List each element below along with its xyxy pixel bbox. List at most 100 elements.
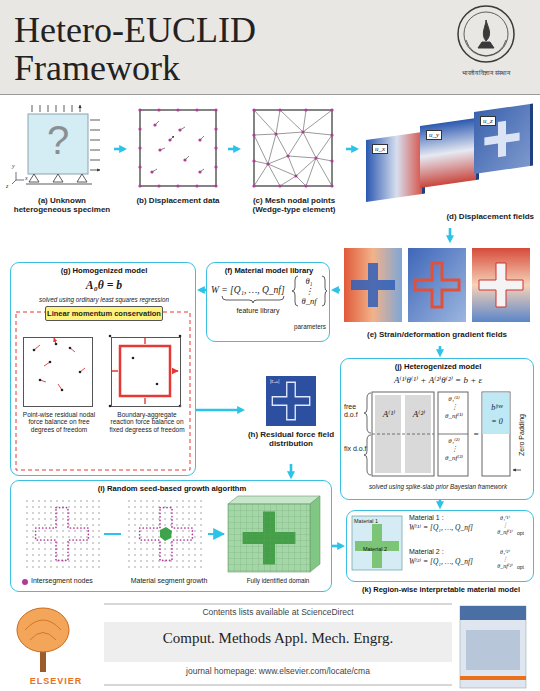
journal-info: Contents lists available at ScienceDirec…: [104, 608, 452, 618]
mesh-figure: [330, 184, 333, 187]
displacement-fields-panel: u_xu_yu_z(d) Displacement fields: [360, 100, 534, 228]
heterogenized-matrix: [364, 393, 371, 433]
material-label: Material 2 :: [409, 548, 444, 556]
force-balance-figure: [61, 389, 64, 392]
publisher-logo: ELSEVIER: [14, 676, 98, 686]
displacement-data-figure: [138, 108, 217, 187]
subscript: opt: [517, 565, 527, 571]
axis-label: y: [12, 163, 15, 170]
growth-panels: [160, 527, 172, 541]
growth-panels: [126, 498, 206, 570]
equation: W⁽¹⁾ = [Q₁, …, Q_nf]: [409, 524, 473, 533]
field-tag: |rᵣₑₛ|: [270, 378, 279, 385]
displacement-slabs: [366, 132, 422, 202]
displacement-data-figure: [198, 138, 201, 141]
displacement-data-figure: [183, 158, 186, 161]
growth-panels: [228, 504, 310, 572]
displacement-data-figure: [138, 108, 141, 111]
displacement-data-figure: [157, 184, 160, 187]
force-balance-figure: [156, 383, 159, 386]
vector-entry: = 0: [483, 417, 511, 426]
heterogenized-matrix: [438, 434, 468, 435]
panel-heading: (k) Region-wise interpretable material m…: [347, 586, 535, 595]
specimen-figure: [28, 114, 88, 174]
mesh-figure: [304, 184, 307, 187]
displacement-data-figure: [195, 108, 198, 111]
growth-panels: [228, 496, 320, 504]
mesh-figure: [294, 174, 297, 177]
strain-fields-panel: (e) Strain/deformation gradient fields: [340, 244, 534, 346]
growth-panels: [22, 498, 102, 570]
displacement-data-figure: [198, 170, 201, 173]
journal-footer: [104, 685, 452, 686]
displacement-data-figure: [138, 184, 141, 187]
field-tag: u_y: [426, 130, 442, 140]
strain-fields: [479, 263, 523, 307]
displacement-data-figure: [138, 127, 141, 130]
force-balance-figure: [49, 361, 52, 364]
journal-name: Comput. Methods Appl. Mech. Engrg.: [104, 630, 452, 647]
flow-arrow: [228, 148, 238, 151]
displacement-data-figure: [138, 165, 141, 168]
force-balance-figure: [109, 335, 182, 408]
displacement-data-figure: [153, 123, 156, 126]
region-map: [352, 516, 402, 570]
parameter-vector: θ₁⁽²⁾ ⋮ θ_nf⁽²⁾: [493, 549, 517, 570]
strain-fields: [344, 248, 402, 322]
strain-fields: [344, 248, 530, 322]
specimen-figure: [26, 184, 92, 185]
material-label: Material 2: [356, 546, 394, 552]
displacement-slabs: [530, 104, 533, 166]
residual-field: [272, 382, 309, 419]
header-band: [0, 0, 540, 95]
matrix-symbol: A⁽¹⁾: [375, 409, 403, 419]
displacement-data-figure: [158, 148, 161, 151]
library-braces: [322, 276, 327, 306]
displacement-data-figure: [214, 127, 217, 130]
growth-box: (i) Random seed-based growth algorithmMa…: [10, 480, 332, 592]
displacement-data-figure: [214, 165, 217, 168]
mesh-figure: [254, 110, 332, 186]
force-balance-figure: [16, 312, 190, 470]
institute-logo: [478, 42, 494, 48]
displacement-data-figure: [195, 184, 198, 187]
growth-panels: [140, 508, 193, 561]
journal-footer: [17, 608, 69, 652]
journal-footer: [17, 604, 526, 688]
library-box: (f) Material model libraryW = [Q₁, …, Q_…: [206, 262, 330, 342]
force-balance-figure: [132, 357, 135, 360]
mesh-figure: [278, 184, 281, 187]
panel-caption: (d) Displacement fields: [414, 212, 534, 221]
logo-text: भारतीय विज्ञान संस्थान: [440, 70, 532, 77]
flow-arrow: [346, 148, 356, 151]
institute-logo: [458, 6, 514, 62]
mesh-figure: [314, 156, 317, 159]
flow-arrow: [290, 464, 293, 476]
mesh-figure: [266, 162, 269, 165]
heterogenized-matrix: [513, 470, 521, 471]
flow-arrow: [439, 500, 442, 506]
journal-footer: [460, 676, 526, 680]
field-tag: u_z: [480, 116, 496, 126]
panel-caption: Fully identified domain: [225, 577, 331, 584]
vector-entry: bᶠʳᵉᵉ: [483, 403, 511, 412]
mesh-figure: [304, 108, 307, 111]
displacement-data-figure: [176, 108, 179, 111]
flow-arrow: [332, 545, 342, 548]
subscript: opt: [517, 531, 527, 537]
panel-caption: Boundary-aggregate reaction force balanc…: [108, 411, 186, 433]
strain-fields: [351, 263, 395, 307]
dof-label: fix d.o.f: [344, 445, 370, 453]
growth-panels: [228, 504, 310, 572]
specimen-figure: [29, 174, 87, 182]
force-balance-figure: [33, 349, 36, 352]
displacement-slabs: [420, 118, 479, 188]
institute-logo: [466, 40, 506, 56]
parameter-vector: θ₁⁽¹⁾ ⋮ θ_nf⁽¹⁾: [439, 395, 469, 420]
residual-field: [266, 376, 316, 426]
institute-logo: [483, 20, 489, 41]
axis-label: x: [25, 175, 28, 182]
institute-logo: [458, 6, 514, 62]
legend-text: Intersegment nodes: [31, 577, 93, 585]
